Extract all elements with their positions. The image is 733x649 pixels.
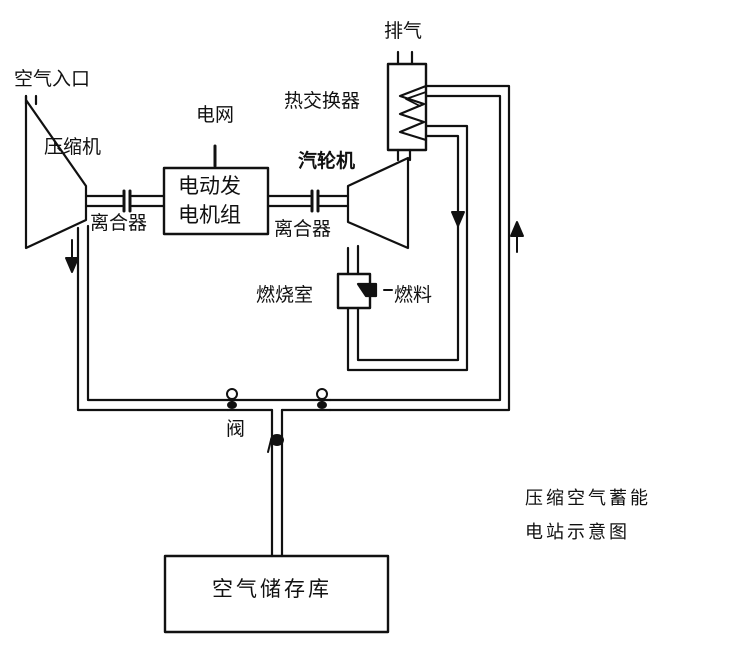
turbine-shape [346,156,410,250]
heat-exchanger-box [386,62,428,152]
valve-left [226,388,238,409]
motor-generator-label-1: 电动发 [178,174,241,198]
caption-line-1: 压缩空气蓄能 [525,488,651,509]
heat-exchanger-coil [398,84,428,142]
valve-label: 阀 [226,418,246,440]
flow-arrow-up [510,221,524,253]
exhaust-label: 排气 [384,20,423,42]
compressor-label: 压缩机 [44,136,102,158]
motor-generator-label-2: 电机组 [178,203,241,227]
hot-gas-pipe-outer [328,84,511,412]
combustion-chamber-label: 燃烧室 [256,284,314,306]
compressor-shape [24,94,88,250]
fuel-injector [356,282,378,298]
left-clutch-label: 离合器 [90,212,148,234]
air-storage-box [163,554,390,634]
right-clutch-label: 离合器 [274,218,332,240]
motor-generator-box [162,166,270,236]
flow-arrow-down [451,189,465,227]
hot-gas-pipe-inner [328,94,502,402]
compressor-outlet-outer [76,226,230,412]
compressor-outlet-inner [86,224,230,402]
caption-line-2: 电站示意图 [525,522,630,543]
grid-label: 电网 [196,104,235,126]
fuel-label: 燃料 [394,284,433,306]
turbine-label: 汽轮机 [298,150,356,172]
valve-bottom [267,434,284,453]
heat-exchanger-coil-inner [405,91,427,107]
air-inlet-label: 空气入口 [14,68,91,90]
valve-right [316,388,328,409]
flow-arrow-compressor [65,239,79,273]
air-storage-label: 空气储存库 [212,577,332,601]
preheat-pipe-inner [356,134,460,362]
heat-exchanger-label: 热交换器 [284,90,361,112]
preheat-pipe-outer [346,124,469,372]
